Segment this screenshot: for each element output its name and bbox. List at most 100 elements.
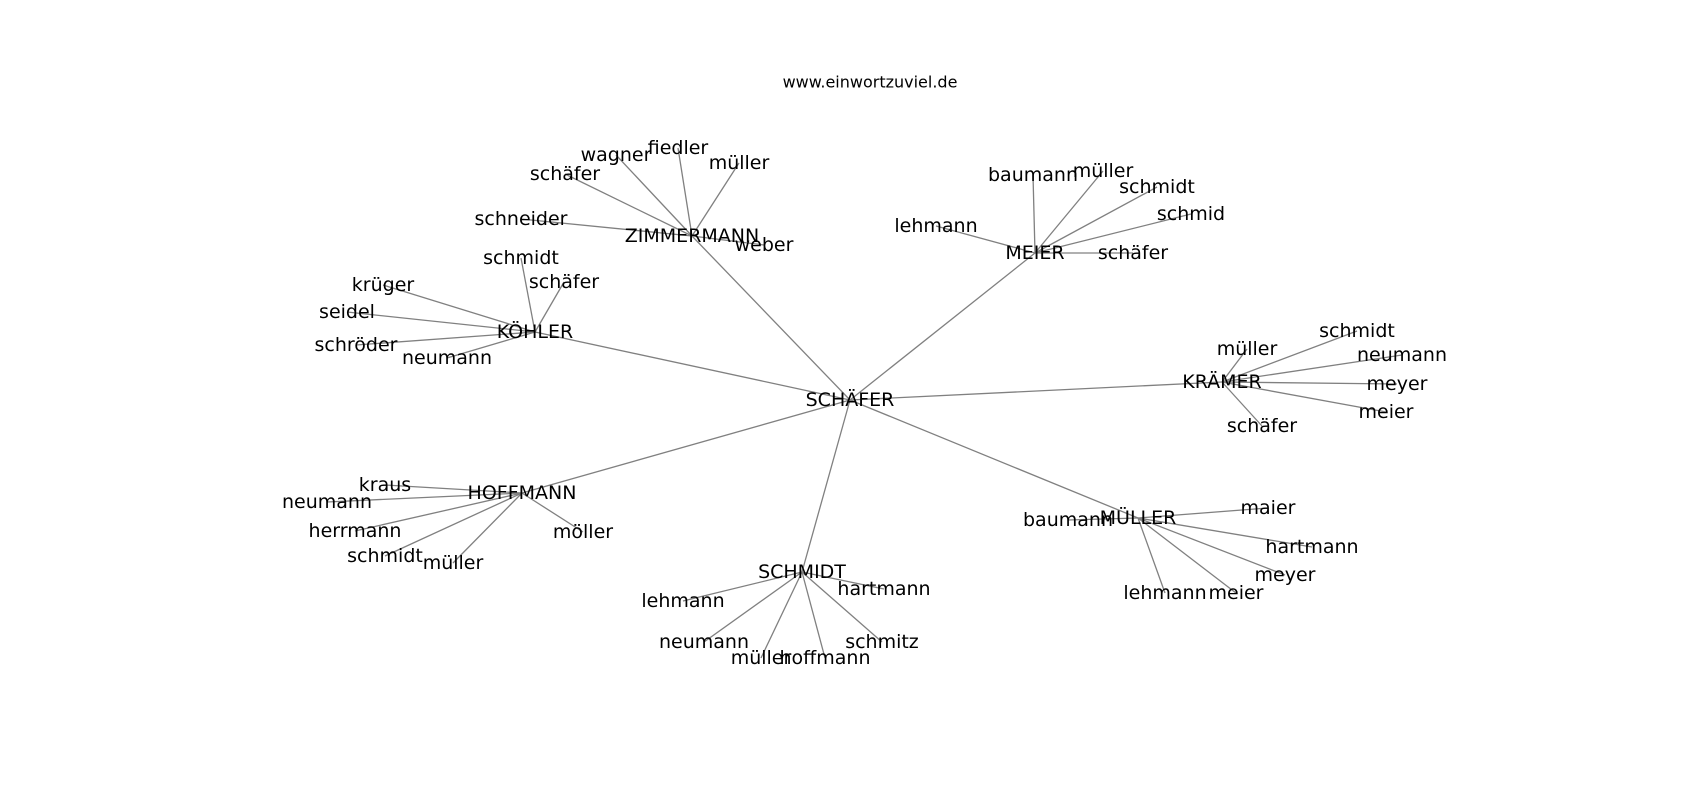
leaf-node-label: weber xyxy=(735,234,794,256)
leaf-node-label: schmidt xyxy=(1119,176,1195,198)
hub-node-label: MEIER xyxy=(1005,242,1064,264)
leaf-edge xyxy=(1221,348,1248,383)
hub-node-label: HOFFMANN xyxy=(468,482,577,504)
leaf-node-label: maier xyxy=(1241,497,1296,519)
leaf-edge xyxy=(1221,330,1358,383)
leaf-edge xyxy=(346,311,536,333)
center-node-label: SCHÄFER xyxy=(806,388,895,411)
leaf-edge xyxy=(520,257,536,333)
leaf-edge xyxy=(446,331,536,359)
leaf-edge xyxy=(1221,381,1398,385)
leaf-edge xyxy=(691,162,740,237)
leaf-edge xyxy=(1067,517,1139,521)
hub-node-label: SCHMIDT xyxy=(758,561,846,583)
leaf-node-label: seidel xyxy=(319,301,375,323)
leaf-edge xyxy=(1137,517,1313,548)
leaf-node-label: schäfer xyxy=(529,271,599,293)
leaf-edge xyxy=(1221,381,1263,427)
leaf-edge xyxy=(326,492,523,503)
leaf-node-label: müller xyxy=(423,552,484,574)
leaf-edge xyxy=(1032,174,1036,254)
leaf-node-label: lehmann xyxy=(641,590,724,612)
leaf-edge xyxy=(691,235,765,246)
leaf-node-label: meier xyxy=(1209,582,1264,604)
hub-edge xyxy=(849,252,1036,401)
leaf-node-label: schmidt xyxy=(347,545,423,567)
hub-edge xyxy=(849,399,1139,519)
leaf-edge xyxy=(520,218,693,237)
leaf-edge xyxy=(801,571,883,643)
leaf-node-label: baumann xyxy=(988,164,1078,186)
leaf-edge xyxy=(384,492,523,557)
leaf-edge xyxy=(1034,186,1158,254)
leaf-edge xyxy=(682,571,803,602)
leaf-edge xyxy=(534,281,565,333)
leaf-node-label: schneider xyxy=(475,208,568,230)
leaf-edge xyxy=(1137,517,1286,576)
label-layer: SCHÄFERZIMMERMANNwagnerfiedlermüllerschä… xyxy=(282,137,1447,669)
leaf-node-label: neumann xyxy=(282,491,372,513)
leaf-edge xyxy=(521,492,584,533)
leaf-edge xyxy=(760,571,803,659)
leaf-edge xyxy=(355,331,536,346)
leaf-edge xyxy=(1137,507,1269,519)
leaf-node-label: schmidt xyxy=(483,247,559,269)
leaf-edge xyxy=(703,571,803,643)
leaf-edge xyxy=(1034,170,1104,254)
hub-edge xyxy=(691,235,851,401)
leaf-node-label: meier xyxy=(1359,401,1414,423)
hub-node-label: ZIMMERMANN xyxy=(625,225,759,247)
leaf-edge xyxy=(384,484,523,494)
leaf-node-label: meyer xyxy=(1255,564,1316,586)
leaf-node-label: müller xyxy=(731,647,792,669)
leaf-node-label: kraus xyxy=(359,474,411,496)
leaf-node-label: schmid xyxy=(1157,203,1225,225)
leaf-node-label: hartmann xyxy=(1265,536,1358,558)
leaf-edge xyxy=(677,147,693,237)
leaf-edge xyxy=(1221,381,1387,413)
leaf-node-label: schäfer xyxy=(1098,242,1168,264)
leaf-edge xyxy=(1221,354,1403,383)
leaf-node-label: lehmann xyxy=(894,215,977,237)
leaf-edge xyxy=(452,492,523,564)
leaf-node-label: herrmann xyxy=(309,520,402,542)
leaf-node-label: hartmann xyxy=(837,578,930,600)
hub-edge xyxy=(534,331,851,401)
leaf-node-label: hoffmann xyxy=(780,647,871,669)
leaf-node-label: neumann xyxy=(402,347,492,369)
leaf-node-label: müller xyxy=(709,152,770,174)
leaf-edge xyxy=(382,284,536,333)
leaf-edge xyxy=(1034,213,1192,254)
leaf-node-label: müller xyxy=(1217,338,1278,360)
leaf-node-label: krüger xyxy=(352,274,415,296)
leaf-edge xyxy=(615,154,693,237)
leaf-node-label: möller xyxy=(553,521,613,543)
leaf-node-label: neumann xyxy=(659,631,749,653)
leaf-edge xyxy=(1137,517,1237,594)
leaf-node-label: baumann xyxy=(1023,509,1113,531)
leaf-node-label: lehmann xyxy=(1123,582,1206,604)
hub-edge xyxy=(801,399,851,573)
leaf-edge xyxy=(354,492,523,532)
leaf-node-label: fiedler xyxy=(648,137,709,159)
leaf-node-label: müller xyxy=(1073,160,1134,182)
leaf-node-label: schröder xyxy=(315,334,398,356)
hub-edge xyxy=(849,381,1223,401)
hub-node-label: KÖHLER xyxy=(497,320,573,343)
leaf-edge xyxy=(801,571,826,659)
hub-node-label: MÜLLER xyxy=(1100,506,1177,529)
leaf-edge xyxy=(935,225,1036,254)
edge-layer xyxy=(326,147,1403,659)
leaf-node-label: schmitz xyxy=(845,631,919,653)
leaf-node-label: wagner xyxy=(581,144,652,166)
leaf-node-label: meyer xyxy=(1367,373,1428,395)
leaf-node-label: schäfer xyxy=(1227,415,1297,437)
leaf-node-label: schäfer xyxy=(530,163,600,185)
hub-edge xyxy=(521,399,851,494)
leaf-node-label: neumann xyxy=(1357,344,1447,366)
leaf-edge xyxy=(564,173,693,237)
leaf-edge xyxy=(1137,517,1166,594)
site-url-label: www.einwortzuviel.de xyxy=(783,73,958,92)
leaf-node-label: schmidt xyxy=(1319,320,1395,342)
